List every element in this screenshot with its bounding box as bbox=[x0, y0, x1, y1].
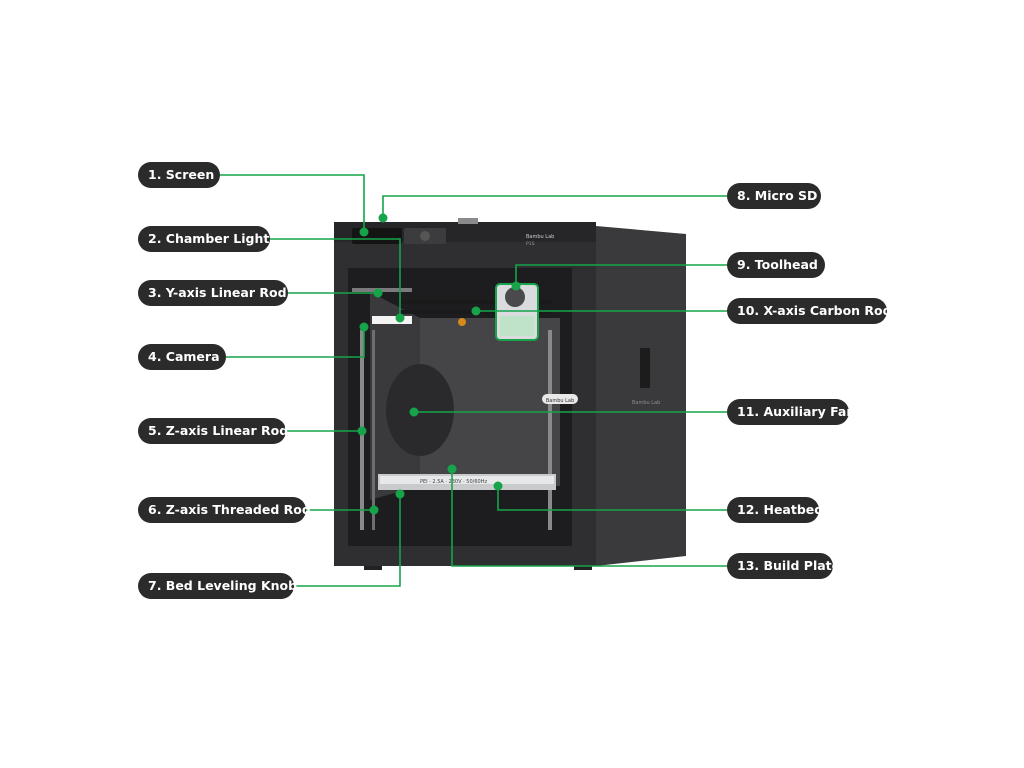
leader-dot-toolhead bbox=[511, 281, 521, 291]
callout-toolhead: 9. Toolhead bbox=[727, 252, 825, 278]
callout-z-axis-linear-rod: 5. Z-axis Linear Rod bbox=[138, 418, 288, 444]
leader-screen bbox=[220, 174, 365, 232]
control-dial bbox=[420, 231, 430, 241]
leader-dot-heatbed bbox=[493, 481, 503, 491]
foot-left bbox=[364, 566, 382, 570]
front-brand: Bambu Lab bbox=[526, 234, 554, 240]
auxiliary-fan-shape bbox=[386, 364, 454, 456]
leader-dot-z-axis-linear-rod bbox=[357, 426, 367, 436]
leader-dot-micro-sd bbox=[378, 213, 388, 223]
z-axis-threaded-rod-left bbox=[372, 330, 375, 530]
callout-micro-sd: 8. Micro SD bbox=[727, 183, 821, 209]
side-logo bbox=[640, 348, 650, 388]
build-plate-text: PEI · 2.5A · 230V · 50/60Hz bbox=[420, 479, 487, 485]
callout-screen: 1. Screen bbox=[138, 162, 220, 188]
build-plate bbox=[380, 476, 554, 484]
toolhead-fan bbox=[505, 287, 525, 307]
leader-dot-z-axis-threaded-rod bbox=[369, 505, 379, 515]
spool-holder bbox=[458, 218, 478, 224]
leader-toolhead bbox=[515, 264, 727, 286]
leader-lines bbox=[220, 174, 727, 587]
leader-dot-y-axis-linear-rod bbox=[373, 288, 383, 298]
camera bbox=[458, 318, 466, 326]
leader-dot-camera bbox=[359, 322, 369, 332]
x-axis-carbon-rod-top bbox=[400, 300, 552, 304]
leader-bed-leveling-knob bbox=[294, 494, 401, 587]
leader-heatbed bbox=[497, 486, 727, 511]
callout-heatbed: 12. Heatbed bbox=[727, 497, 823, 523]
callout-y-axis-linear-rod: 3. Y-axis Linear Rod bbox=[138, 280, 288, 306]
leader-dot-x-axis-carbon-rods bbox=[471, 306, 481, 316]
leader-dot-chamber-light bbox=[395, 313, 405, 323]
leader-micro-sd bbox=[382, 195, 727, 218]
leader-dot-auxiliary-fan bbox=[409, 407, 419, 417]
z-axis-linear-rod-right bbox=[548, 330, 552, 530]
callout-z-axis-threaded-rod: 6. Z-axis Threaded Rod bbox=[138, 497, 311, 523]
leader-dot-screen bbox=[359, 227, 369, 237]
leader-dot-bed-leveling-knob bbox=[395, 489, 405, 499]
screen bbox=[352, 228, 402, 244]
callout-build-plate: 13. Build Plate bbox=[727, 553, 840, 579]
toolhead-lower bbox=[500, 316, 534, 336]
plate-badge bbox=[542, 394, 578, 404]
leader-dots bbox=[357, 213, 521, 515]
foot-right bbox=[574, 566, 592, 570]
callout-chamber-light: 2. Chamber Light bbox=[138, 226, 270, 252]
callout-camera: 4. Camera bbox=[138, 344, 226, 370]
callout-bed-leveling-knob: 7. Bed Leveling Knob bbox=[138, 573, 297, 599]
plate-badge-text: Bambu Lab bbox=[546, 398, 574, 404]
leader-build-plate bbox=[451, 469, 727, 567]
chamber-light-strip bbox=[372, 316, 412, 324]
leader-dot-build-plate bbox=[447, 464, 457, 474]
callout-x-axis-carbon-rods: 10. X-axis Carbon Rods bbox=[727, 298, 899, 324]
leader-chamber-light bbox=[270, 238, 401, 318]
y-axis-linear-rod bbox=[352, 288, 412, 292]
leader-camera bbox=[226, 327, 365, 358]
front-model: P1S bbox=[526, 241, 535, 247]
printer-side-panel bbox=[596, 226, 686, 566]
side-brand: Bambu Lab bbox=[632, 400, 660, 406]
callout-auxiliary-fan: 11. Auxiliary Fan bbox=[727, 399, 855, 425]
